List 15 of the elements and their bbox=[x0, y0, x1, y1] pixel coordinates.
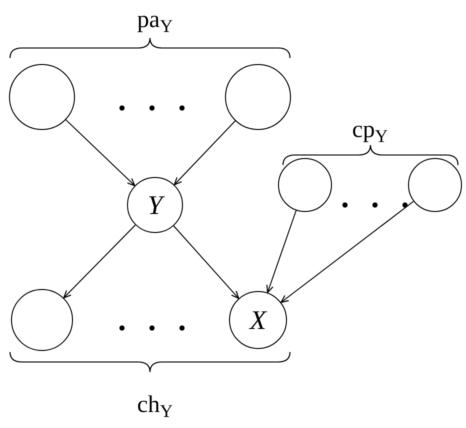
arrow bbox=[174, 120, 236, 186]
arrow bbox=[280, 200, 414, 303]
variable-node bbox=[127, 177, 183, 233]
group-label: ch$_{Y}$ bbox=[137, 393, 173, 417]
arrow bbox=[65, 119, 136, 186]
node-label: X bbox=[250, 306, 266, 334]
node-label: Y bbox=[147, 192, 163, 218]
group-label: cp$_{Y}$ bbox=[352, 118, 388, 142]
group-label: pa$_{Y}$ bbox=[137, 8, 173, 32]
variable-node bbox=[229, 291, 287, 349]
arrow bbox=[63, 224, 136, 298]
empty-node bbox=[408, 158, 462, 212]
empty-node bbox=[278, 158, 332, 212]
arrow bbox=[173, 225, 240, 299]
arrow bbox=[266, 210, 297, 294]
